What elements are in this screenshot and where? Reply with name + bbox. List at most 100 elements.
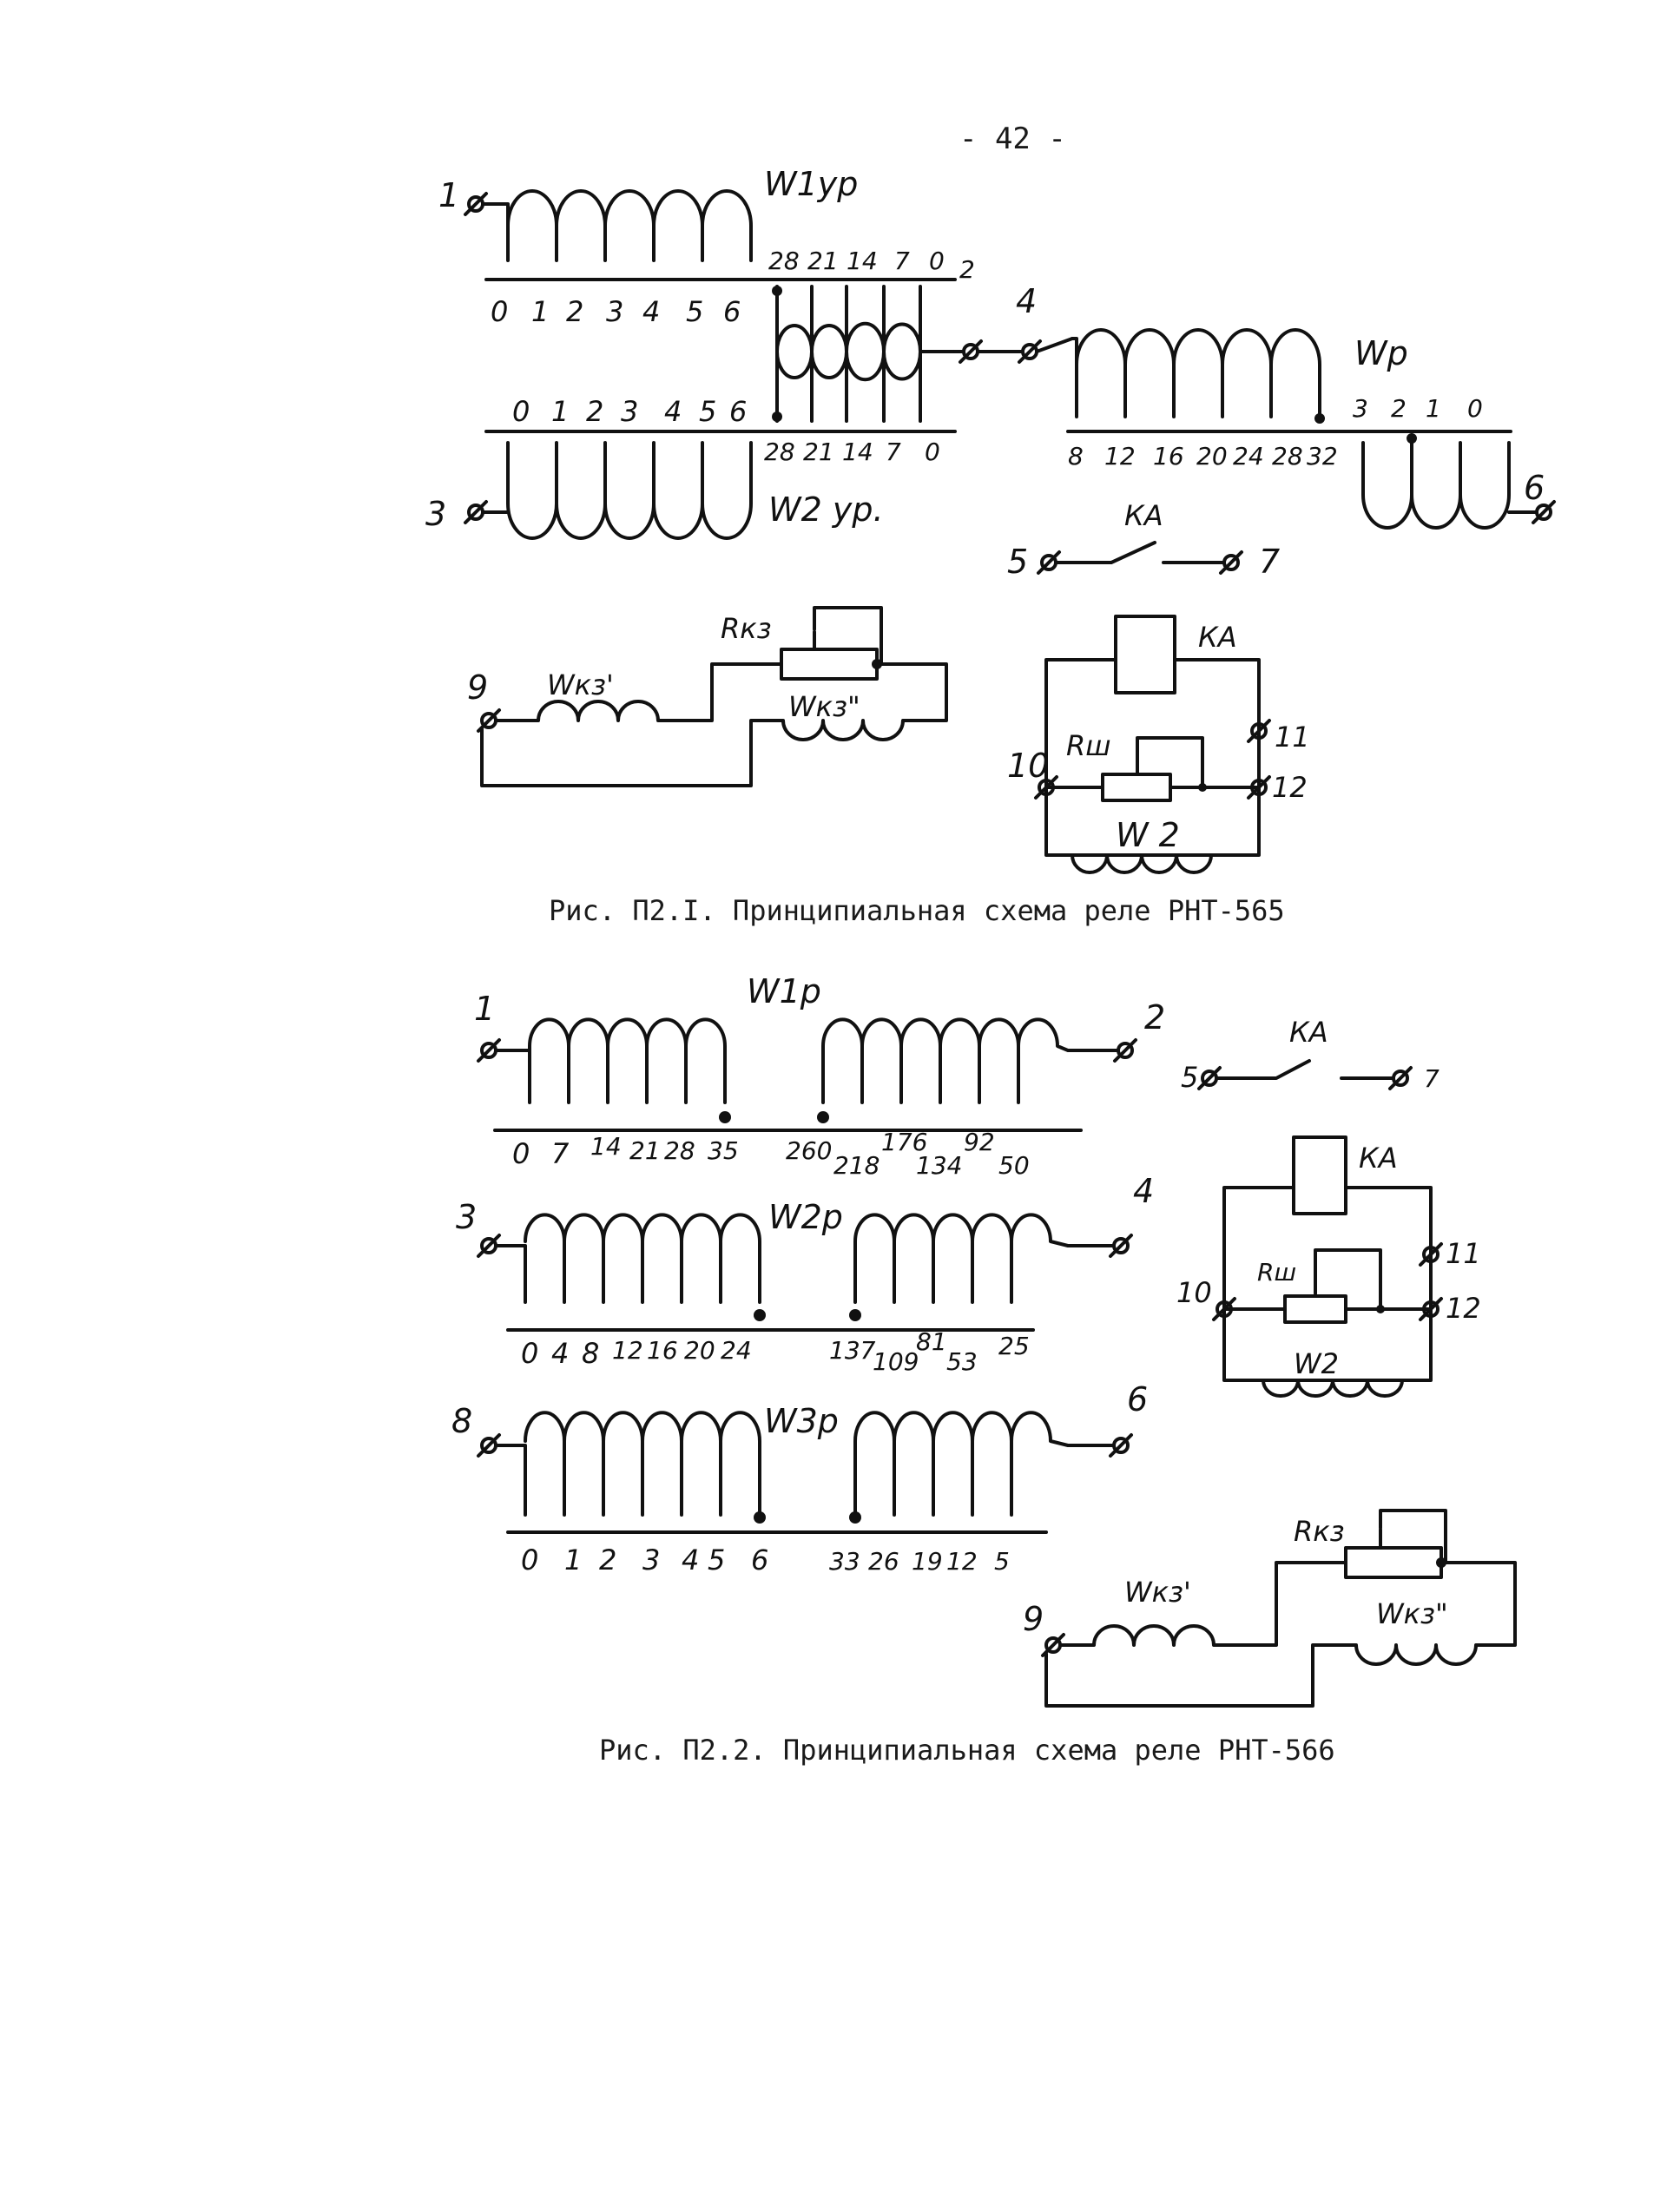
- fig2-w1p-terminal-1: 1: [474, 990, 495, 1028]
- fig1-wp-tapr-3: 3: [1353, 394, 1368, 423]
- fig1-tap-switch-grid: [775, 285, 957, 423]
- fig2-w1p-tap-14: 14: [590, 1132, 622, 1161]
- fig1-w2-tap-3: 3: [621, 395, 638, 428]
- fig1-w1-tapr-28: 28: [768, 247, 800, 275]
- fig2-w1p-winding: 1 W1p 2 0 7 14 21 28 35 260 176 92 218 1…: [474, 972, 1165, 1180]
- fig1-w1-tap-4: 4: [642, 295, 660, 328]
- fig1-w1-tap-labels: 0 1 2 3 4 5 6 28 21 14 7 0: [491, 247, 945, 328]
- fig1-w2-tapr-28: 28: [764, 438, 795, 466]
- figure1-schematic: 1 W1уp 0 1 2 3 4 5 6 28 21 14 7 0 2 4: [425, 165, 1556, 874]
- fig1-ka-contact-symbol: [1037, 541, 1243, 575]
- fig1-shunt-circuit: КА Rш 10 11 12 W 2: [1007, 615, 1310, 874]
- fig1-wp-tap-dot: [1407, 433, 1417, 444]
- fig2-w2p-label: W2p: [768, 1198, 843, 1236]
- fig1-shunt-t12: 12: [1272, 771, 1308, 804]
- fig1-w1-tap-1: 1: [531, 295, 549, 328]
- fig2-w2p-tapr-109: 109: [873, 1347, 919, 1376]
- fig2-kz-terminal-9: 9: [1023, 1600, 1044, 1638]
- page-number: - 42 -: [959, 122, 1066, 156]
- fig1-shunt-terminals: [1034, 719, 1271, 800]
- fig1-w1-tapr-0: 0: [929, 247, 945, 275]
- fig2-shunt-w2-label: W2: [1294, 1347, 1339, 1380]
- fig1-shunt-w2-label: W 2: [1116, 816, 1180, 854]
- fig1-w2-tap-0: 0: [512, 395, 530, 428]
- fig1-kz-w2-label: Wкз": [788, 690, 860, 723]
- fig2-w2p-terminal-4: 4: [1133, 1172, 1154, 1210]
- fig1-shunt-t10: 10: [1007, 747, 1049, 785]
- fig1-w1-tap-0: 0: [491, 295, 508, 328]
- fig1-w2-tap-1: 1: [551, 395, 569, 428]
- fig2-kz-rheostat-tap: [1379, 1509, 1447, 1564]
- fig2-w3p-terminal-8: 8: [451, 1402, 472, 1440]
- fig2-w3p-tap-0: 0: [521, 1544, 538, 1576]
- fig2-w3p-tapr-5: 5: [994, 1547, 1010, 1576]
- fig2-shunt-t11: 11: [1446, 1237, 1481, 1270]
- fig1-terminal-4-label: 4: [1016, 282, 1037, 320]
- fig2-w1p-tapr-260: 260: [786, 1136, 832, 1165]
- fig1-wp-winding: Wp 8 12 16 20 24 28 32 3 2 1 0 6: [1066, 328, 1556, 530]
- fig1-wp-tap-20: 20: [1196, 442, 1228, 471]
- fig2-ka-terminal-7: 7: [1424, 1064, 1440, 1093]
- figure1-caption: Рис. П2.I. Принципиальная схема реле РНТ…: [549, 894, 1285, 927]
- fig2-kz-resistor: [1344, 1546, 1443, 1579]
- fig2-shunt-t12: 12: [1446, 1292, 1481, 1325]
- fig1-kz-node: [872, 659, 882, 669]
- fig1-terminal-2-label: 2: [959, 255, 975, 284]
- fig1-kz-resistor: [780, 648, 879, 681]
- fig1-rsh-node: [1198, 783, 1207, 792]
- fig1-wp-tap-8: 8: [1068, 442, 1084, 471]
- fig1-rsh-wiring: [1044, 736, 1261, 789]
- fig2-shunt-circuit: КА Rш 10 11 12 W2: [1176, 1135, 1481, 1398]
- fig2-w1p-tapr-218: 218: [833, 1151, 880, 1180]
- fig2-w2p-tap-12: 12: [612, 1336, 643, 1365]
- fig2-w2p-tapr-25: 25: [998, 1332, 1030, 1360]
- fig1-shunt-w2-coil: [1071, 853, 1213, 874]
- fig1-tap-dot: [772, 411, 782, 422]
- fig1-link-2-4: [953, 337, 1074, 364]
- fig1-ka-terminal-7: 7: [1259, 543, 1280, 581]
- fig1-wp-coil: [1071, 328, 1321, 418]
- fig1-w1-tap-2: 2: [566, 295, 583, 328]
- fig2-ka-contact: КА 5 7: [1181, 1016, 1440, 1094]
- fig2-w1p-tap-0: 0: [512, 1137, 530, 1170]
- fig1-w2-tap-2: 2: [586, 395, 603, 428]
- fig1-wp-terminal-6: 6: [1524, 469, 1545, 507]
- fig1-w1-tapr-14: 14: [847, 247, 878, 275]
- fig2-w3p-tapr-33: 33: [829, 1547, 860, 1576]
- fig2-w1p-tap-35: 35: [708, 1136, 739, 1165]
- fig1-ka-terminal-5: 5: [1007, 543, 1028, 581]
- fig2-rsh-label: Rш: [1257, 1258, 1296, 1287]
- fig1-w1-label: W1уp: [764, 165, 858, 203]
- fig1-kz-terminal-9: 9: [467, 668, 488, 707]
- fig1-wp-tap-24: 24: [1233, 442, 1264, 471]
- fig2-w3p-terminal-6: 6: [1127, 1380, 1148, 1418]
- fig1-w2-label: W2 уp.: [768, 490, 884, 529]
- fig2-w2p-tapr-53: 53: [946, 1347, 978, 1376]
- fig1-rsh-label: Rш: [1066, 729, 1111, 762]
- fig1-w2-tap-5: 5: [699, 395, 716, 428]
- fig1-ka-label: КА: [1124, 499, 1163, 532]
- fig1-kz-circuit: 9 Wкз' Rкз Wкз": [467, 606, 948, 787]
- fig2-rsh-node: [1376, 1305, 1385, 1313]
- fig2-w2p-tap-4: 4: [551, 1337, 569, 1370]
- fig2-w3p-dot: [849, 1511, 861, 1524]
- fig1-wp-tapr-1: 1: [1426, 394, 1441, 423]
- fig2-w2p-tap-16: 16: [647, 1336, 678, 1365]
- fig2-kz-wiring: [1041, 1561, 1517, 1708]
- fig2-w3p-winding: 8 W3p 6 0 1 2 3 4 5 6 33 26 19 12 5: [451, 1380, 1148, 1576]
- fig1-w1-tap-3: 3: [606, 295, 623, 328]
- fig2-w2p-tap-0: 0: [521, 1337, 538, 1370]
- fig2-w3p-dot: [754, 1511, 766, 1524]
- fig2-ka-terminal-5: 5: [1181, 1061, 1198, 1094]
- fig2-w2p-dot: [849, 1309, 861, 1321]
- fig2-w1p-tapr-92: 92: [964, 1128, 995, 1156]
- fig2-w3p-tap-1: 1: [564, 1544, 582, 1576]
- fig2-w2p-tapr-81: 81: [916, 1327, 947, 1356]
- fig1-w2-winding: 0 1 2 3 4 5 6 28 21 14 7 0 3 W2 уp.: [425, 395, 957, 540]
- fig1-wp-lower-coil: [1361, 441, 1538, 530]
- fig2-w2p-winding: 3 W2p 4 0 4 8 12 16 20 24 137 109 81 53 …: [456, 1172, 1154, 1376]
- fig2-w3p-tapr-19: 19: [912, 1547, 943, 1576]
- fig2-w1p-dot: [817, 1111, 829, 1123]
- fig2-w3p-tap-4: 4: [682, 1544, 699, 1576]
